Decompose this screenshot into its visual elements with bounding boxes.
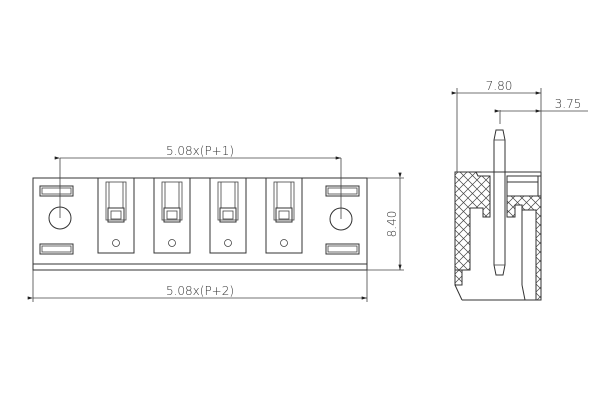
front-view: 5.08x(P+1) 5.08x(P+2) 8.40 — [27, 144, 404, 302]
slot — [39, 243, 74, 255]
slot — [39, 185, 74, 197]
housing-right-wall — [506, 195, 542, 301]
dimension-width: 7.80 — [451, 79, 542, 172]
dimension-pitch: 5.08x(P+1) — [54, 144, 342, 219]
dimension-height: 8.40 — [367, 172, 404, 271]
dim-pin-offset-label: 3.75 — [555, 97, 582, 111]
dim-overall-label: 5.08x(P+2) — [166, 284, 234, 298]
left-mount — [39, 185, 74, 255]
dimension-pin-offset: 3.75 — [494, 97, 588, 124]
dim-height-label: 8.40 — [385, 211, 399, 238]
pin-cavity — [265, 177, 303, 254]
pin — [493, 129, 506, 276]
dimension-overall: 5.08x(P+2) — [27, 270, 368, 302]
pin-cavities — [97, 177, 303, 254]
pin-cavity — [153, 177, 191, 254]
slot — [325, 185, 360, 197]
slot — [325, 243, 360, 255]
dim-pitch-label: 5.08x(P+1) — [166, 144, 234, 158]
pin-cavity — [209, 177, 247, 254]
dim-width-label: 7.80 — [486, 79, 513, 93]
side-view: 7.80 3.75 — [451, 79, 588, 301]
connector-body — [32, 177, 368, 271]
housing-left-wall — [454, 171, 491, 286]
right-mount — [325, 185, 360, 255]
pin-cavity — [97, 177, 135, 254]
top-chamber — [506, 175, 542, 197]
